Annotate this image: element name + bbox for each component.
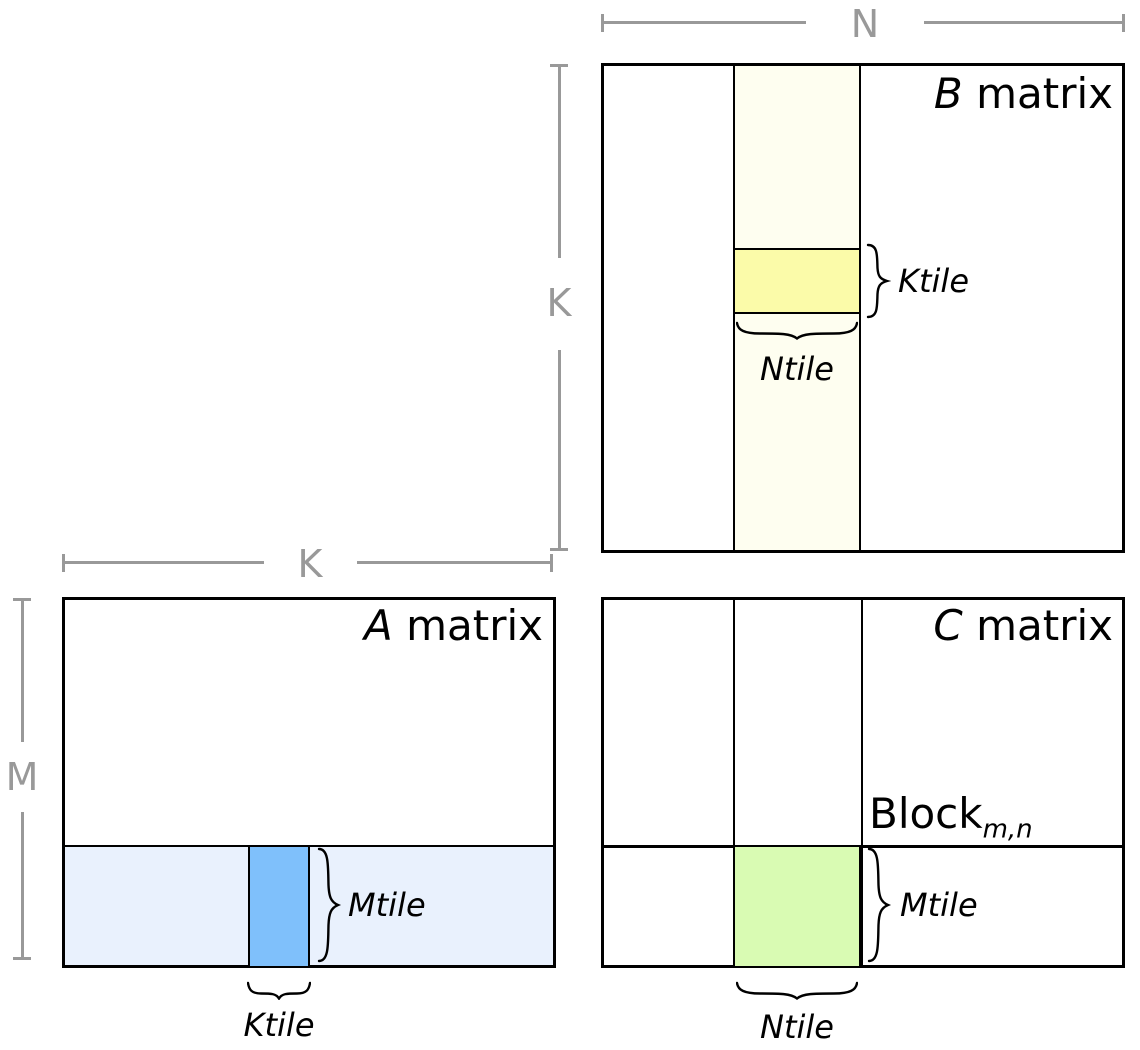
c-mtile-label: Mtile — [900, 886, 978, 924]
a-matrix-title: A matrix — [364, 604, 543, 648]
c-column-line-left — [733, 600, 735, 965]
b-title-word: matrix — [962, 69, 1113, 118]
dim-m-line-bottom — [20, 812, 24, 960]
b-matrix-box — [601, 63, 1125, 553]
c-block-label-subscript: m,n — [982, 814, 1033, 845]
a-title-word: matrix — [392, 601, 543, 650]
dim-k-horizontal-tick-left — [62, 554, 65, 572]
dim-m-label: M — [5, 755, 39, 799]
b-ktile-label: Ktile — [898, 262, 969, 300]
dim-n-tick-left — [601, 14, 604, 32]
dim-k-vertical-line-top — [557, 64, 561, 258]
c-matrix-title: C matrix — [933, 604, 1113, 648]
c-block-tile — [733, 845, 861, 968]
dim-k-vertical-label: K — [546, 281, 572, 325]
dim-n-tick-right — [1122, 14, 1125, 32]
a-ktile-label: Ktile — [243, 1006, 315, 1044]
b-ktile-brace — [866, 243, 891, 319]
dim-k-vertical-tick-bottom — [550, 548, 568, 551]
c-mtile-brace — [867, 847, 892, 963]
c-title-letter: C — [933, 601, 963, 650]
c-ntile-label: Ntile — [760, 1008, 834, 1046]
dim-k-horizontal-label: K — [297, 542, 323, 586]
b-ntile-label: Ntile — [760, 350, 834, 388]
a-ktile-block — [248, 845, 310, 968]
c-title-word: matrix — [962, 601, 1113, 650]
a-mtile-label: Mtile — [348, 886, 426, 924]
c-column-line-right — [861, 600, 863, 965]
dim-k-horizontal-line-left — [62, 561, 264, 564]
b-ntile-underbrace — [736, 321, 858, 340]
dim-m-tick-top — [13, 598, 31, 601]
c-row-divider — [604, 845, 1122, 848]
a-mtile-brace — [317, 847, 342, 963]
dim-k-vertical-line-bottom — [557, 350, 561, 551]
c-matrix-box — [601, 597, 1125, 968]
b-matrix-title: B matrix — [934, 72, 1113, 116]
a-title-letter: A — [364, 601, 393, 650]
b-title-letter: B — [933, 69, 963, 118]
dim-n-line-left — [601, 21, 806, 24]
dim-k-vertical-tick-top — [550, 64, 568, 67]
c-block-label: Blockm,n — [869, 789, 1033, 843]
a-ktile-underbrace — [247, 981, 311, 1000]
dim-n-line-right — [924, 21, 1125, 24]
dim-m-tick-bottom — [13, 957, 31, 960]
dim-m-line-top — [20, 598, 24, 742]
dim-k-horizontal-tick-right — [550, 554, 553, 572]
dim-k-horizontal-line-right — [357, 561, 553, 564]
b-ktile-block — [733, 248, 861, 314]
dim-n-label: N — [850, 2, 880, 46]
c-ntile-underbrace — [736, 981, 858, 1000]
c-block-label-text: Block — [869, 789, 983, 838]
